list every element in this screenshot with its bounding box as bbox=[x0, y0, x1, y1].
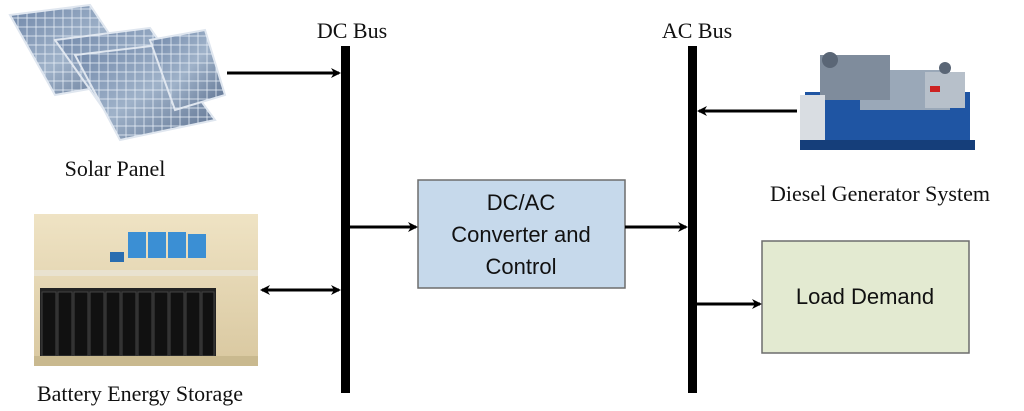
battery-storage-image bbox=[34, 214, 258, 366]
ac-bus-label: AC Bus bbox=[662, 18, 732, 43]
dc-bus-label: DC Bus bbox=[317, 18, 387, 43]
converter-label-line-1: DC/AC bbox=[487, 190, 556, 215]
solar-panel-image bbox=[8, 3, 227, 142]
solar-panel-label: Solar Panel bbox=[65, 156, 166, 181]
load-demand-label: Load Demand bbox=[796, 284, 934, 309]
battery-storage-label: Battery Energy Storage bbox=[37, 381, 243, 406]
converter-label-line-2: Converter and bbox=[451, 222, 590, 247]
dc-bus bbox=[341, 46, 350, 393]
diesel-generator-label: Diesel Generator System bbox=[770, 181, 990, 206]
converter-block: DC/AC Converter and Control bbox=[417, 179, 626, 289]
ac-bus bbox=[688, 46, 697, 393]
converter-label-line-3: Control bbox=[486, 254, 557, 279]
diesel-generator-image bbox=[800, 52, 975, 150]
load-demand-block: Load Demand bbox=[761, 240, 970, 354]
